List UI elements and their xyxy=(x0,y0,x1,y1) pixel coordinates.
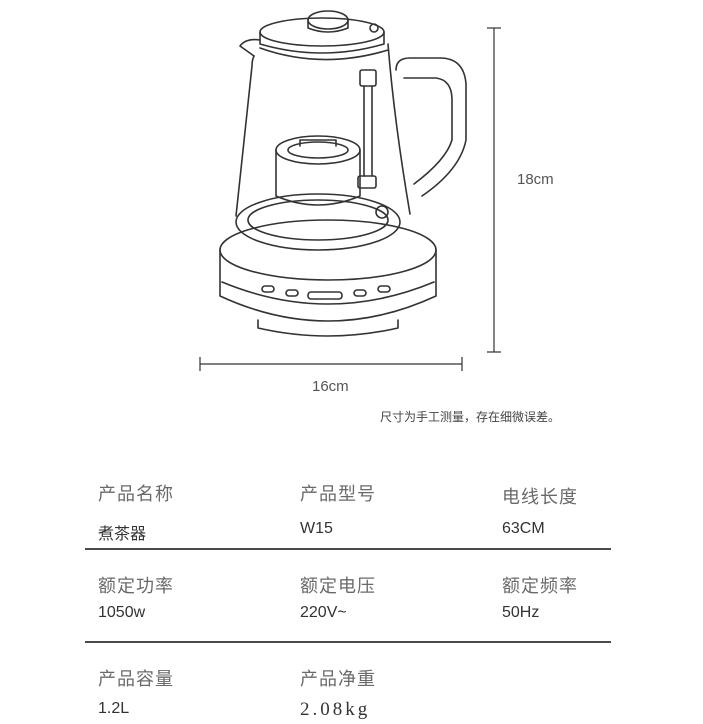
spec-value-net-weight: 2.08kg xyxy=(300,699,371,720)
height-dimension-label: 18cm xyxy=(517,171,554,188)
spec-label-capacity: 产品容量 xyxy=(98,669,174,690)
spec-value-model: W15 xyxy=(300,520,333,537)
spec-label-voltage: 额定电压 xyxy=(300,576,376,597)
spec-value-frequency: 50Hz xyxy=(502,604,540,621)
spec-value-power: 1050w xyxy=(98,604,146,621)
row-divider xyxy=(85,641,611,643)
spec-value-product-name: 煮茶器 xyxy=(98,526,147,543)
base xyxy=(219,219,437,337)
spec-label-model: 产品型号 xyxy=(300,484,376,505)
spec-value-capacity: 1.2L xyxy=(98,700,130,717)
spec-value-voltage: 220V~ xyxy=(300,604,347,621)
handle xyxy=(395,57,467,197)
tea-maker-diagram xyxy=(199,10,501,371)
spec-value-cord-length: 63CM xyxy=(502,520,545,537)
spout xyxy=(239,38,261,57)
measurement-note: 尺寸为手工测量，存在细微误差。 xyxy=(380,410,561,424)
spec-label-net-weight: 产品净重 xyxy=(300,669,376,690)
width-dimension-label: 16cm xyxy=(312,378,349,395)
spec-label-frequency: 额定频率 xyxy=(502,576,578,597)
spec-label-product-name: 产品名称 xyxy=(98,484,174,505)
lid xyxy=(259,10,385,54)
row-divider xyxy=(85,548,611,550)
spec-label-power: 额定功率 xyxy=(98,576,174,597)
spec-label-cord-length: 电线长度 xyxy=(502,487,578,508)
dimension-lines xyxy=(199,27,501,371)
glass-body xyxy=(235,55,255,217)
